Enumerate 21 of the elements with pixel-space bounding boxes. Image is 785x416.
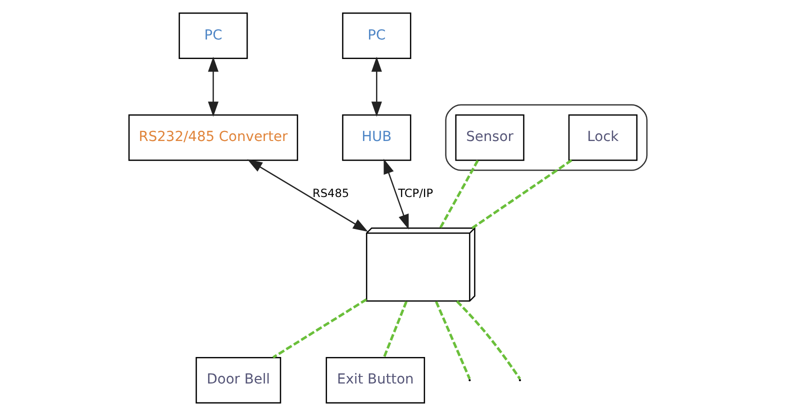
node-box: PC: [342, 12, 411, 60]
connector: [434, 301, 470, 380]
arrow: [246, 159, 368, 232]
node-box: Sensor: [454, 114, 524, 161]
node-box: Lock: [568, 114, 637, 161]
node-box: RS232/485 Converter: [128, 114, 298, 161]
connector: [456, 300, 520, 380]
arrow: [207, 56, 218, 117]
connector: [438, 160, 478, 228]
node-box: HUB: [342, 114, 411, 161]
arrow: [383, 158, 408, 230]
node-box: PC: [178, 12, 248, 60]
cluster: [444, 104, 648, 171]
node-box: Exit Button: [325, 356, 425, 404]
connector: [471, 159, 572, 230]
node-box: Door Bell: [195, 356, 281, 404]
edge-label: TCP/IP: [398, 186, 433, 200]
connector: [382, 301, 407, 358]
connector: [272, 298, 367, 358]
edge-label: RS485: [312, 186, 349, 200]
arrow: [370, 56, 382, 117]
